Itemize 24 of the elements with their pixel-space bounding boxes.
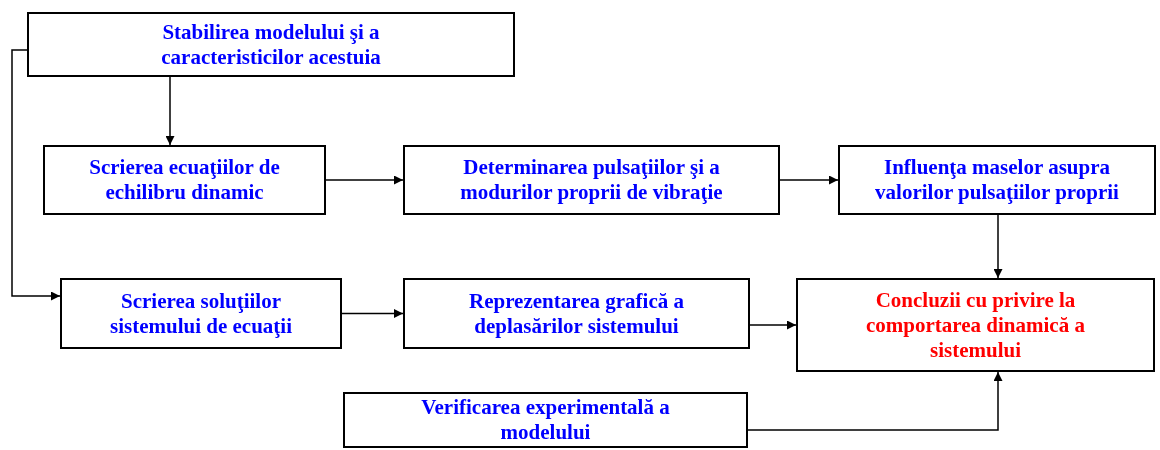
arrow (341, 309, 404, 318)
process-box (796, 278, 1155, 372)
arrow (993, 214, 1003, 279)
arrow (165, 76, 175, 146)
arrow (779, 175, 839, 185)
process-box (343, 392, 748, 448)
process-box (27, 12, 515, 77)
arrow (325, 175, 404, 185)
arrow (749, 320, 797, 330)
process-box (403, 145, 780, 215)
box-text: Scrierea ecuaţiilor de echilibru dinamic (88, 155, 281, 205)
box-text: Verificarea experimentală a modelului (420, 395, 671, 445)
arrow (11, 49, 61, 301)
box-text: Reprezentarea grafică a deplasărilor sistemului (468, 288, 685, 339)
box-text: Determinarea pulsaţiilor şi a modurilor proprii de vibraţie (459, 155, 724, 205)
process-box (403, 278, 750, 349)
process-box (838, 145, 1156, 215)
box-text: Influenţa maselor asupra valorilor pulsaţiilor proprii (874, 155, 1120, 205)
box-text: Stabilirea modelului şi a caracteristicilor acestuia (160, 19, 382, 70)
process-box (60, 278, 342, 349)
box-text: Scrierea soluţiilor sistemului de ecuaţii (109, 288, 293, 339)
arrow (747, 371, 1003, 431)
process-box (43, 145, 326, 215)
box-text: Concluzii cu privire la comportarea dinamică a sistemului (865, 287, 1086, 363)
